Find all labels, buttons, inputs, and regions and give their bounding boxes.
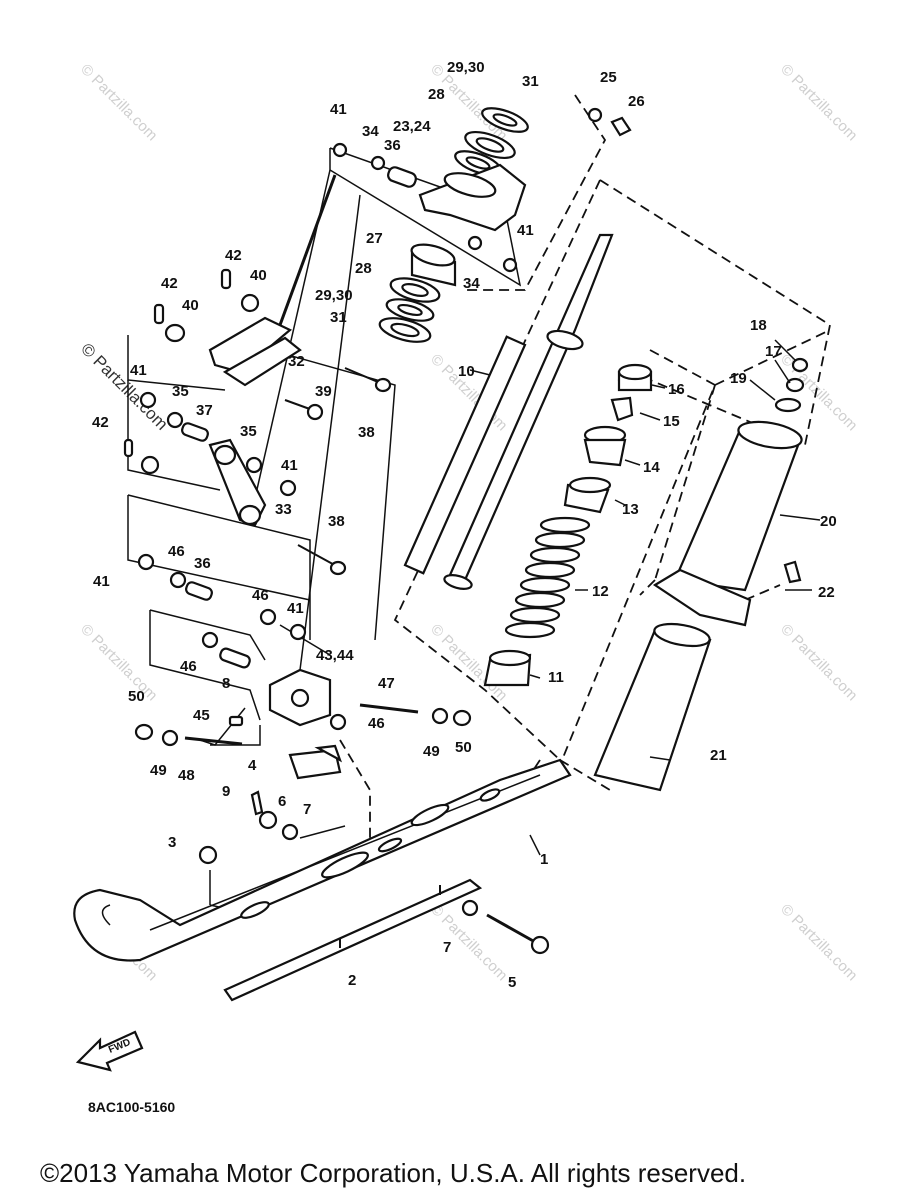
callout-50: 50 (455, 739, 472, 756)
callout-40: 40 (250, 267, 267, 284)
ski (73, 758, 572, 1002)
callout-20: 20 (820, 513, 837, 530)
callout-46: 46 (252, 587, 269, 604)
callout-45: 45 (193, 707, 210, 724)
callout-37: 37 (196, 402, 213, 419)
callout-23-24: 23,24 (393, 118, 431, 135)
callout-10: 10 (458, 363, 475, 380)
callout-25: 25 (600, 69, 617, 86)
copyright-notice: ©2013 Yamaha Motor Corporation, U.S.A. A… (40, 1158, 747, 1188)
callout-31: 31 (522, 73, 539, 90)
callout-46: 46 (180, 658, 197, 675)
callout-42: 42 (161, 275, 178, 292)
callout-6: 6 (278, 793, 286, 810)
callout-18: 18 (750, 317, 767, 334)
callout-32: 32 (288, 353, 305, 370)
callout-8: 8 (222, 675, 230, 692)
callout-26: 26 (628, 93, 645, 110)
callout-41: 41 (330, 101, 347, 118)
boot-cover (593, 357, 809, 792)
strut (403, 233, 614, 590)
callout-2: 2 (348, 972, 356, 989)
callout-5: 5 (508, 974, 516, 991)
callout-49: 49 (150, 762, 167, 779)
spring-stack (483, 363, 653, 687)
callout-42: 42 (225, 247, 242, 264)
callout-34: 34 (362, 123, 379, 140)
callout-14: 14 (643, 459, 660, 476)
callout-7: 7 (303, 801, 311, 818)
callout-16: 16 (668, 381, 685, 398)
steering-links (123, 174, 392, 669)
callout-28: 28 (428, 86, 445, 103)
callout-36: 36 (384, 137, 401, 154)
bushing-stack-mid (378, 243, 457, 343)
callout-41: 41 (130, 362, 147, 379)
callout-28: 28 (355, 260, 372, 277)
callout-33: 33 (275, 501, 292, 518)
callout-36: 36 (194, 555, 211, 572)
callout-34: 34 (463, 275, 480, 292)
callout-49: 49 (423, 743, 440, 760)
callout-7: 7 (443, 939, 451, 956)
coil-spring (504, 516, 591, 639)
callout-27: 27 (366, 230, 383, 247)
small-hardware (198, 790, 550, 955)
callout-39: 39 (315, 383, 332, 400)
watermark: © Partzilla.com (777, 901, 860, 984)
callout-15: 15 (663, 413, 680, 430)
callout-46: 46 (168, 543, 185, 560)
callout-50: 50 (128, 688, 145, 705)
callout-21: 21 (710, 747, 727, 764)
callout-13: 13 (622, 501, 639, 518)
callout-11: 11 (548, 669, 564, 686)
callout-19: 19 (730, 370, 747, 387)
fwd-arrow-icon: FWD (75, 1030, 144, 1072)
callout-48: 48 (178, 767, 195, 784)
callout-35: 35 (172, 383, 189, 400)
callout-35: 35 (240, 423, 257, 440)
watermark: © Partzilla.com (77, 621, 160, 704)
callout-38: 38 (358, 424, 375, 441)
callout-1: 1 (540, 851, 548, 868)
callout-40: 40 (182, 297, 199, 314)
callout-29-30: 29,30 (315, 287, 353, 304)
callout-46: 46 (368, 715, 385, 732)
callout-17: 17 (765, 343, 782, 360)
callout-12: 12 (592, 583, 609, 600)
part-code: 8AC100-5160 (88, 1099, 175, 1115)
callout-41: 41 (93, 573, 110, 590)
watermark: © Partzilla.com (777, 351, 860, 434)
callout-41: 41 (517, 222, 534, 239)
callout-9: 9 (222, 783, 230, 800)
callout-29-30: 29,30 (447, 59, 485, 76)
callout-3: 3 (168, 834, 176, 851)
callout-41: 41 (287, 600, 304, 617)
callouts: 1 2 3 4 5 6 7 7 8 9 10 11 12 13 14 15 16… (92, 59, 837, 991)
callout-4: 4 (248, 757, 257, 774)
watermark: © Partzilla.com (777, 621, 860, 704)
callout-38: 38 (328, 513, 345, 530)
watermark: © Partzilla.com (77, 61, 160, 144)
callout-42: 42 (92, 414, 109, 431)
callout-43-44: 43,44 (316, 647, 354, 664)
callout-41: 41 (281, 457, 298, 474)
callout-47: 47 (378, 675, 395, 692)
spindle-bracket (134, 668, 472, 780)
callout-22: 22 (818, 584, 835, 601)
callout-leaders (469, 339, 821, 856)
watermark: © Partzilla.com (777, 61, 860, 144)
callout-31: 31 (330, 309, 347, 326)
bushing-stack-top (332, 107, 632, 273)
